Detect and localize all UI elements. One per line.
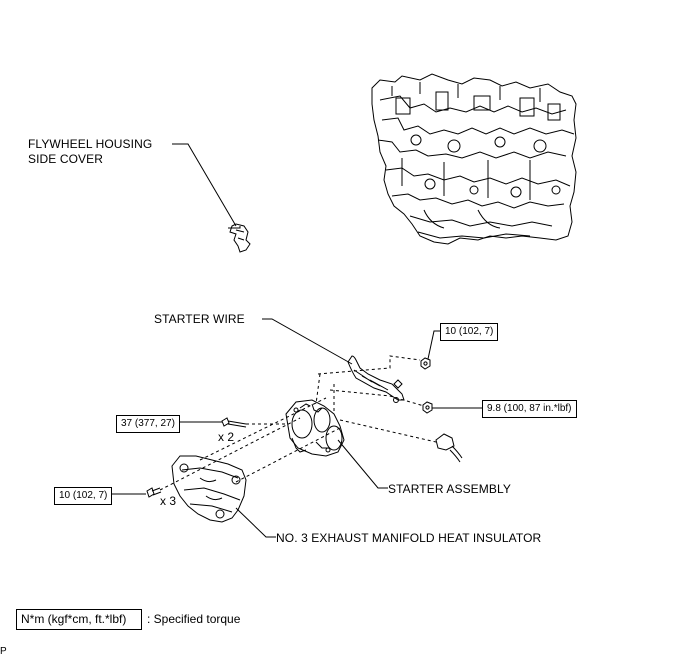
starter-connector-illustration: [435, 433, 463, 463]
corner-mark: P: [0, 646, 7, 657]
starter-wire-label: STARTER WIRE: [154, 312, 245, 326]
wire-nut-illustration: [422, 401, 433, 414]
torque-wire-nut: 9.8 (100, 87 in.*lbf): [482, 400, 577, 418]
flywheel-cover-illustration: [228, 223, 251, 253]
heat-insulator-label: NO. 3 EXHAUST MANIFOLD HEAT INSULATOR: [276, 531, 542, 545]
starter-bolt-illustration: [221, 417, 247, 428]
quantity-insulator-bolt: x 3: [160, 494, 177, 508]
starter-wire-illustration: [347, 355, 405, 403]
assembly-dashed-lines: [159, 355, 437, 491]
starter-assembly-label: STARTER ASSEMBLY: [388, 482, 511, 496]
heat-insulator-illustration: [171, 455, 247, 523]
legend-unit-box: N*m (kgf*cm, ft.*lbf): [16, 609, 142, 630]
insulator-bolt-illustration: [146, 487, 162, 498]
legend-description: : Specified torque: [147, 612, 241, 626]
flywheel-cover-label-line2: SIDE COVER: [28, 152, 104, 166]
top-nut-illustration: [420, 357, 431, 370]
leader-lines: [108, 143, 482, 538]
torque-top-nut: 10 (102, 7): [440, 323, 499, 341]
flywheel-cover-label-line1: FLYWHEEL HOUSING: [28, 137, 153, 151]
torque-starter-bolt: 37 (377, 27): [116, 415, 180, 433]
torque-insulator-bolt: 10 (102, 7): [54, 487, 113, 505]
starter-assembly-illustration: [285, 399, 345, 457]
engine-block-illustration: [371, 73, 577, 245]
quantity-starter-bolt: x 2: [218, 430, 235, 444]
